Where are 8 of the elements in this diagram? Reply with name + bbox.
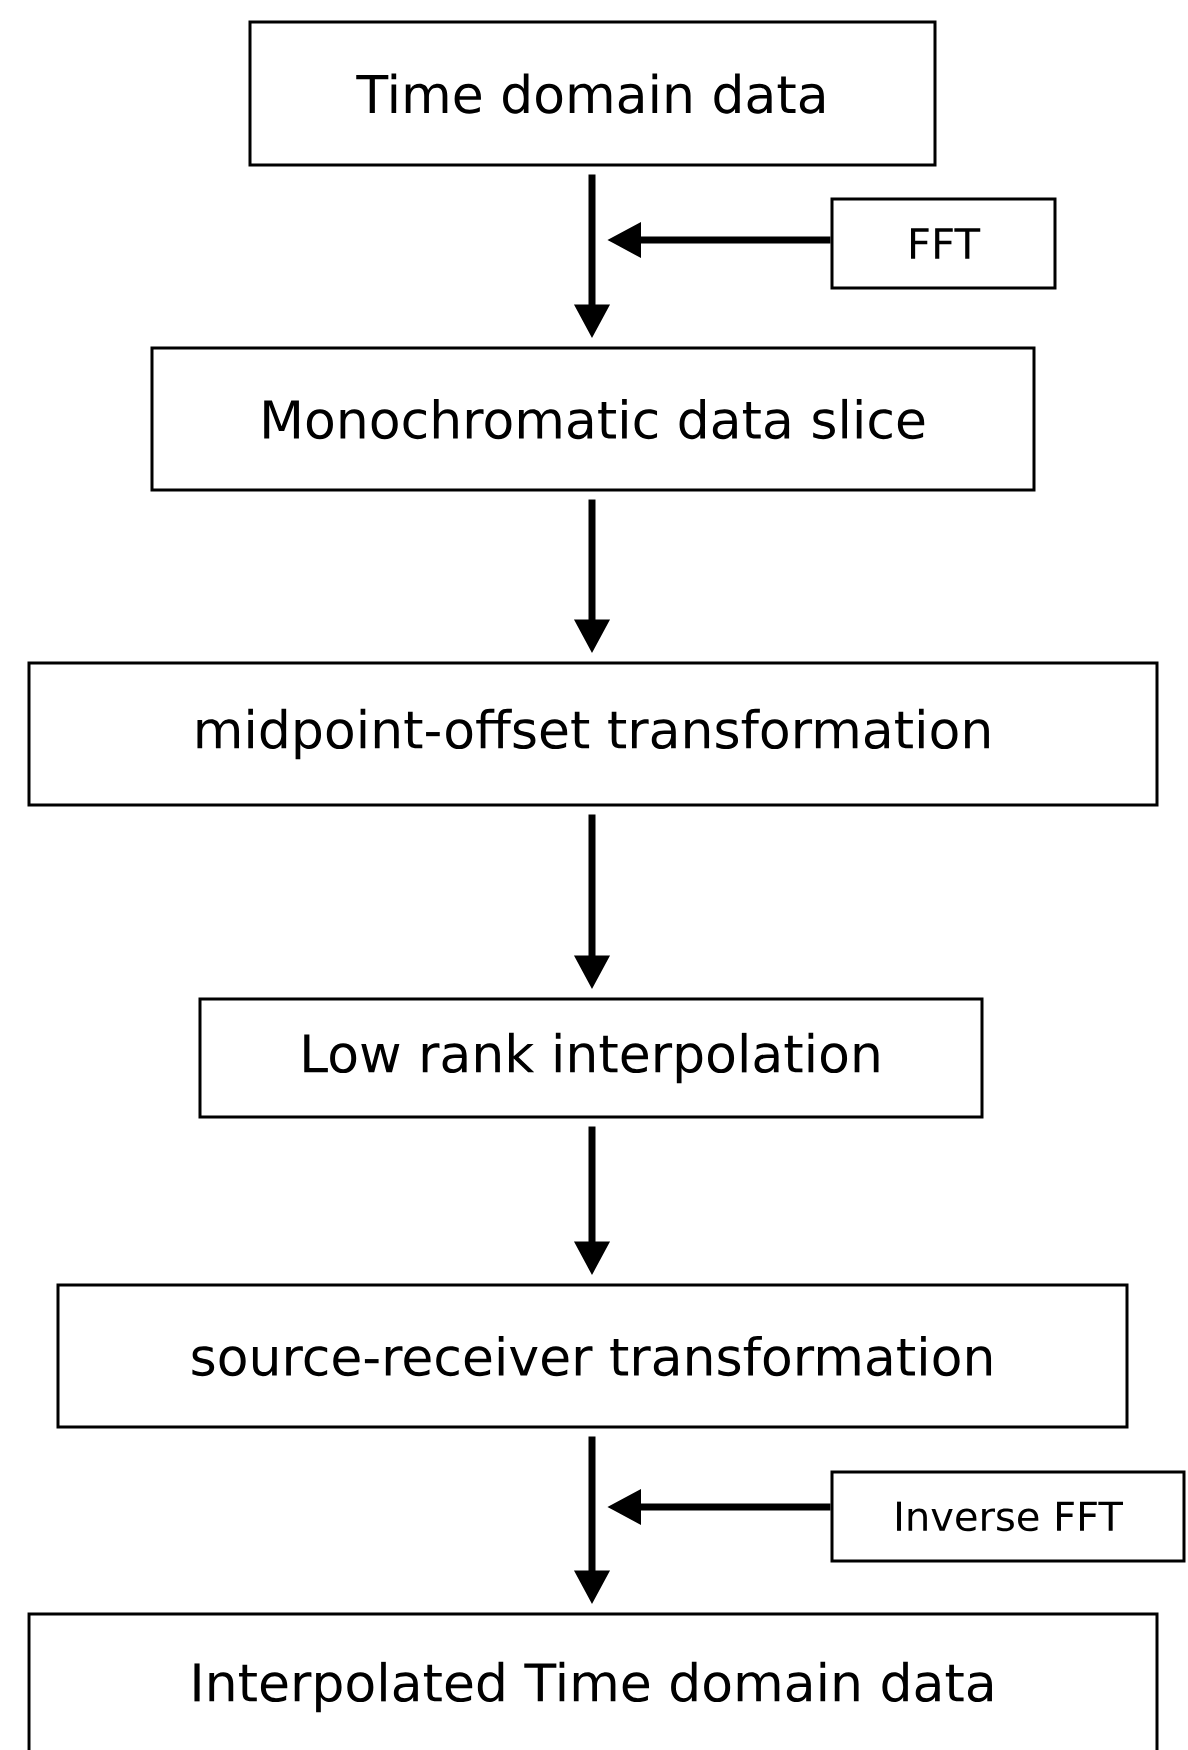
process-box: midpoint-offset transformation [27,661,1159,807]
process-box: Monochromatic data slice [150,346,1036,492]
process-box: source-receiver transformation [56,1283,1129,1429]
process-box: Inverse FFT [830,1470,1186,1563]
process-box: FFT [830,197,1057,290]
process-box: Interpolated Time domain data [27,1612,1159,1750]
process-box: Time domain data [248,20,937,167]
process-box: Low rank interpolation [198,997,984,1119]
